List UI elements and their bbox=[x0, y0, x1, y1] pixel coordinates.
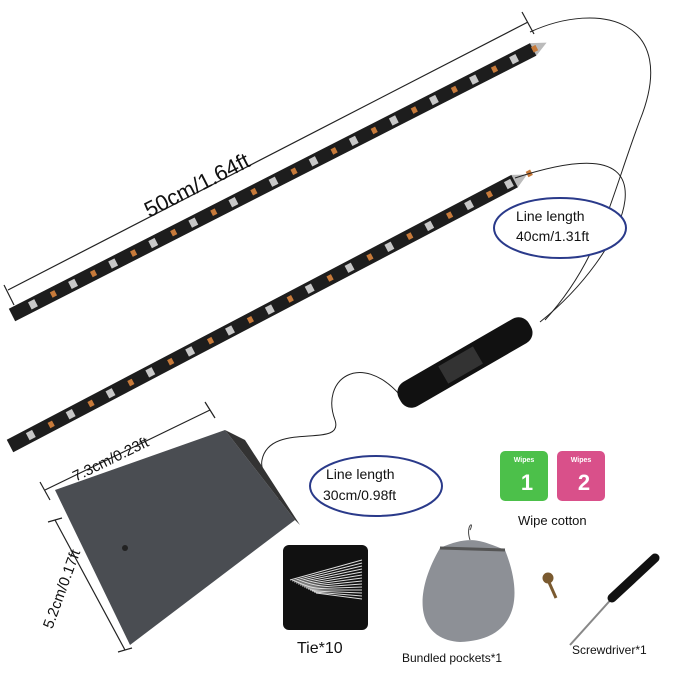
svg-text:1: 1 bbox=[521, 470, 533, 495]
led-chip bbox=[25, 429, 36, 441]
copper-pad bbox=[445, 211, 454, 220]
copper-pad bbox=[89, 269, 98, 278]
wipe-packet-1: Wipes 1 bbox=[500, 451, 548, 501]
led-chip bbox=[188, 217, 199, 228]
led-chip bbox=[509, 54, 520, 65]
line-length-1-value: 40cm/1.31ft bbox=[516, 228, 590, 244]
led-chip bbox=[348, 135, 359, 147]
led-chip bbox=[105, 388, 116, 399]
led-chip bbox=[225, 325, 235, 336]
copper-pad bbox=[290, 167, 298, 176]
svg-text:2: 2 bbox=[578, 470, 590, 495]
line-length-2-title: Line length bbox=[326, 466, 395, 482]
led-chip bbox=[68, 278, 78, 290]
wipes-label: Wipe cotton bbox=[518, 513, 587, 528]
bag-label: Bundled pockets*1 bbox=[402, 651, 503, 665]
copper-pad bbox=[406, 232, 414, 240]
led-chip bbox=[228, 197, 239, 208]
tie-strand bbox=[315, 592, 363, 600]
cable-ties bbox=[283, 545, 368, 630]
led-strip-2 bbox=[6, 169, 533, 453]
screwdriver bbox=[569, 553, 660, 646]
controller bbox=[397, 317, 533, 408]
copper-pad bbox=[410, 106, 418, 114]
led-chip bbox=[65, 408, 76, 420]
copper-pad bbox=[370, 126, 378, 135]
svg-text:Wipes: Wipes bbox=[571, 457, 592, 464]
copper-pad bbox=[530, 44, 539, 53]
copper-pad bbox=[250, 187, 258, 196]
led-chip bbox=[108, 258, 119, 269]
line-length-1-title: Line length bbox=[516, 208, 585, 224]
copper-pad bbox=[485, 190, 494, 199]
tie-strand bbox=[311, 590, 363, 594]
screwdriver-label: Screwdriver*1 bbox=[572, 643, 647, 657]
copper-pad bbox=[130, 249, 138, 257]
led-chip bbox=[148, 237, 159, 249]
tie-strand bbox=[297, 571, 363, 585]
copper-pad bbox=[210, 208, 218, 216]
tie-strand bbox=[301, 577, 363, 587]
tie-strand bbox=[295, 568, 363, 584]
tie-strand bbox=[299, 574, 363, 586]
copper-pad bbox=[366, 253, 374, 261]
screw bbox=[542, 572, 558, 599]
led-chip bbox=[145, 367, 156, 378]
tie-strand bbox=[303, 580, 363, 588]
tie-label: Tie*10 bbox=[297, 640, 343, 657]
line-length-bubble-2 bbox=[309, 455, 443, 517]
tie-strand bbox=[291, 562, 363, 582]
wipe-packet-2: Wipes 2 bbox=[557, 451, 605, 501]
copper-pad bbox=[127, 378, 135, 387]
led-chip bbox=[388, 115, 399, 126]
led-chip bbox=[384, 241, 395, 252]
tie-strand bbox=[293, 565, 363, 583]
led-strip-1 bbox=[8, 42, 547, 322]
copper-pad bbox=[330, 147, 338, 155]
copper-pad bbox=[490, 65, 499, 73]
svg-text:Wipes: Wipes bbox=[514, 457, 535, 464]
tie-strand bbox=[305, 583, 363, 589]
line-length-bubble-1 bbox=[493, 197, 627, 259]
led-chip bbox=[304, 283, 315, 294]
led-chip bbox=[464, 199, 475, 211]
tie-strand bbox=[307, 586, 363, 590]
drawstring-bag bbox=[422, 524, 515, 642]
copper-pad bbox=[206, 336, 215, 345]
tie-strand bbox=[313, 591, 363, 597]
led-chip bbox=[308, 156, 319, 167]
led-chip bbox=[469, 74, 479, 85]
copper-pad bbox=[87, 399, 95, 408]
copper-pad bbox=[326, 274, 334, 282]
battery-box bbox=[55, 430, 300, 645]
copper-pad bbox=[246, 315, 254, 324]
strip-dimension-line bbox=[3, 11, 535, 306]
copper-pad bbox=[49, 290, 58, 298]
led-chip bbox=[344, 262, 355, 273]
led-chip bbox=[424, 220, 435, 232]
led-chip bbox=[185, 346, 196, 357]
led-chip bbox=[503, 178, 514, 190]
copper-pad bbox=[170, 228, 178, 237]
led-chip bbox=[28, 299, 38, 310]
copper-pad bbox=[286, 295, 294, 303]
copper-pad bbox=[450, 85, 458, 94]
led-chip bbox=[428, 94, 439, 106]
led-chip bbox=[268, 176, 279, 187]
tie-strand bbox=[289, 559, 363, 581]
line-length-2-value: 30cm/0.98ft bbox=[323, 487, 397, 503]
copper-pad bbox=[167, 357, 175, 366]
led-chip bbox=[264, 304, 275, 315]
copper-pad bbox=[47, 420, 55, 429]
box-dimension-lines bbox=[39, 401, 216, 653]
